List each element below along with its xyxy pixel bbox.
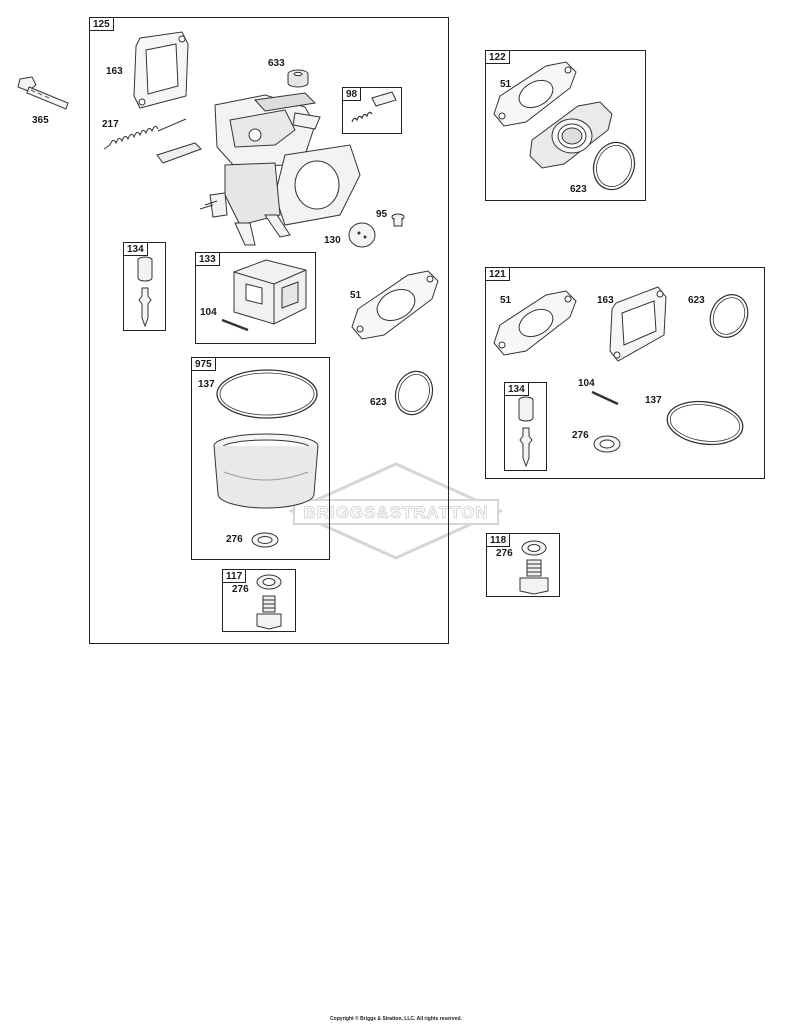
group-125-box: 125 — [89, 17, 449, 644]
pin-104-label: 104 — [200, 307, 217, 318]
gasket-121-163-icon — [606, 285, 670, 363]
pin-121-label: 104 — [578, 378, 595, 389]
watermark-text: BRIGGS&STRATTON — [303, 503, 488, 522]
gasket-51-label: 51 — [350, 290, 362, 301]
copyright-footer: Copyright © Briggs & Stratton, LLC. All … — [330, 1016, 462, 1022]
ring-623-icon — [392, 368, 436, 418]
washer-121-icon — [592, 434, 622, 454]
float-133-icon — [226, 258, 312, 330]
cap-633-icon — [286, 68, 310, 90]
group-118-tag: 118 — [486, 533, 511, 547]
kit-975-box: 975 — [191, 357, 330, 560]
float-needle-121-icon — [511, 394, 541, 470]
gasket-121-163-label: 163 — [597, 295, 614, 306]
gasket-163-label: 163 — [106, 66, 123, 77]
screw-spring-98-icon — [344, 88, 400, 132]
bolt-label: 365 — [32, 115, 49, 126]
screw-95-icon — [389, 212, 407, 230]
gasket-122-icon — [490, 56, 582, 130]
oring-121-label: 137 — [645, 395, 662, 406]
screw-95-label: 95 — [376, 209, 388, 220]
kit-121-134-box: 134 — [504, 382, 547, 471]
washer-118-label: 276 — [496, 548, 513, 559]
brand-watermark: BRIGGS&STRATTON — [290, 462, 502, 560]
kit-134-tag: 134 — [123, 242, 148, 256]
washer-118-icon — [520, 539, 548, 557]
washer-117-icon — [255, 573, 283, 591]
oring-137-icon — [213, 366, 321, 422]
ring-122-label: 623 — [570, 184, 587, 195]
gasket-163-icon — [130, 30, 192, 110]
bowl-nut-118-icon — [518, 558, 550, 596]
kit-121-134-tag: 134 — [504, 382, 529, 396]
pin-121-icon — [590, 390, 620, 406]
float-bowl-975-icon — [210, 432, 322, 520]
kit-133-tag: 133 — [195, 252, 220, 266]
ring-121-label: 623 — [688, 295, 705, 306]
ring-121-icon — [706, 290, 752, 342]
gasket-121-51-label: 51 — [500, 295, 512, 306]
group-121-tag: 121 — [485, 267, 510, 281]
group-121-box: 121 — [485, 267, 765, 479]
ring-122-icon — [590, 138, 638, 194]
spring-217-label: 217 — [102, 119, 119, 130]
gasket-121-51-icon — [490, 285, 582, 359]
group-122-tag: 122 — [485, 50, 510, 64]
intake-adapter-122-icon — [528, 100, 618, 170]
float-needle-134-icon — [130, 254, 160, 330]
group-122-box: 122 — [485, 50, 646, 201]
kit-133-box: 133 — [195, 252, 316, 344]
oring-121-icon — [664, 398, 746, 448]
oring-137-label: 137 — [198, 379, 215, 390]
carburetor-icon — [155, 85, 365, 250]
ring-623-label: 623 — [370, 397, 387, 408]
bowl-nut-117-icon — [255, 594, 283, 630]
group-118-box: 118 — [486, 533, 560, 597]
washer-121-label: 276 — [572, 430, 589, 441]
washer-276-label: 276 — [226, 534, 243, 545]
washer-117-label: 276 — [232, 584, 249, 595]
kit-117-tag: 117 — [222, 569, 247, 583]
kit-117-box: 117 — [222, 569, 296, 632]
group-125-tag: 125 — [89, 17, 114, 31]
cap-633-label: 633 — [268, 58, 285, 69]
kit-98-box: 98 — [342, 87, 402, 134]
kit-98-tag: 98 — [342, 87, 362, 101]
gasket-122-label: 51 — [500, 79, 512, 90]
throttle-plate-130-icon — [347, 220, 377, 250]
washer-276-icon — [250, 531, 280, 549]
spring-217-icon — [100, 115, 190, 157]
bolt-icon — [14, 75, 74, 115]
pin-104-icon — [220, 318, 250, 332]
kit-134-box: 134 — [123, 242, 166, 331]
gasket-51-icon — [348, 265, 442, 343]
throttle-plate-130-label: 130 — [324, 235, 341, 246]
kit-975-tag: 975 — [191, 357, 216, 371]
